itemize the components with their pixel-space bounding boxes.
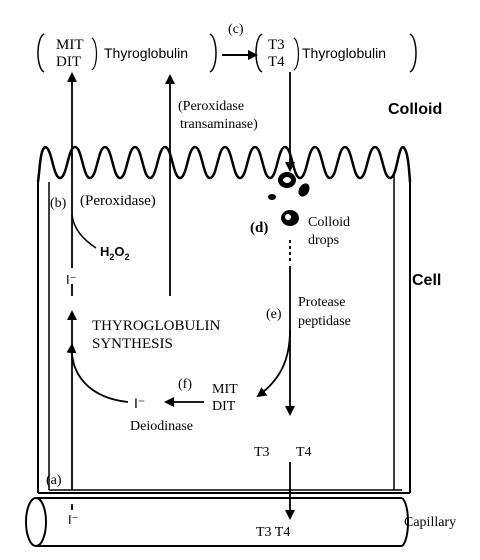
capillary [25,497,409,547]
label-colloid: Colloid [388,101,442,118]
label-t3-cell: T3 [254,445,270,460]
colloid-drops [268,172,310,226]
label-capillary: Capillary [404,515,456,530]
label-synthesis-1: THYROGLOBULIN [92,318,220,334]
apical-membrane [36,145,412,183]
label-dit-top: DIT [56,54,81,70]
label-step-e: (e) [266,307,282,322]
label-mit-low: MIT [212,382,238,397]
label-protease-1: Protease [298,295,345,310]
label-deiodinase: Deiodinase [130,419,193,434]
label-mit-top: MIT [56,37,84,53]
label-h2o2: H2O2 [100,244,130,262]
label-step-b: (b) [50,196,67,211]
label-colloid-drops-1: Colloid [308,215,350,230]
label-colloid-drops-2: drops [308,233,339,248]
label-iodide-cap: I⁻ [68,512,78,527]
label-step-d: (d) [250,220,268,236]
label-iodide-upper: I⁻ [66,272,76,287]
label-step-f: (f) [178,377,192,392]
label-cell: Cell [412,272,441,289]
label-t3t4-cap: T3 T4 [256,525,290,540]
label-thyroglobulin-1: Thyroglobulin [104,45,188,61]
label-peroxidase-transaminase-2: transaminase) [180,117,258,132]
label-t4-cell: T4 [296,445,312,460]
label-iodide-mid: I⁻ [134,395,145,411]
label-peroxidase: (Peroxidase) [80,193,156,209]
label-step-c: (c) [228,22,244,37]
label-step-a: (a) [46,473,62,488]
label-t3-top: T3 [268,37,285,53]
label-peroxidase-transaminase-1: (Peroxidase [178,99,244,114]
label-dit-low: DIT [212,399,236,414]
label-t4-top: T4 [268,54,285,70]
label-thyroglobulin-2: Thyroglobulin [302,45,386,61]
label-protease-2: peptidase [298,314,351,329]
label-synthesis-2: SYNTHESIS [92,336,173,352]
